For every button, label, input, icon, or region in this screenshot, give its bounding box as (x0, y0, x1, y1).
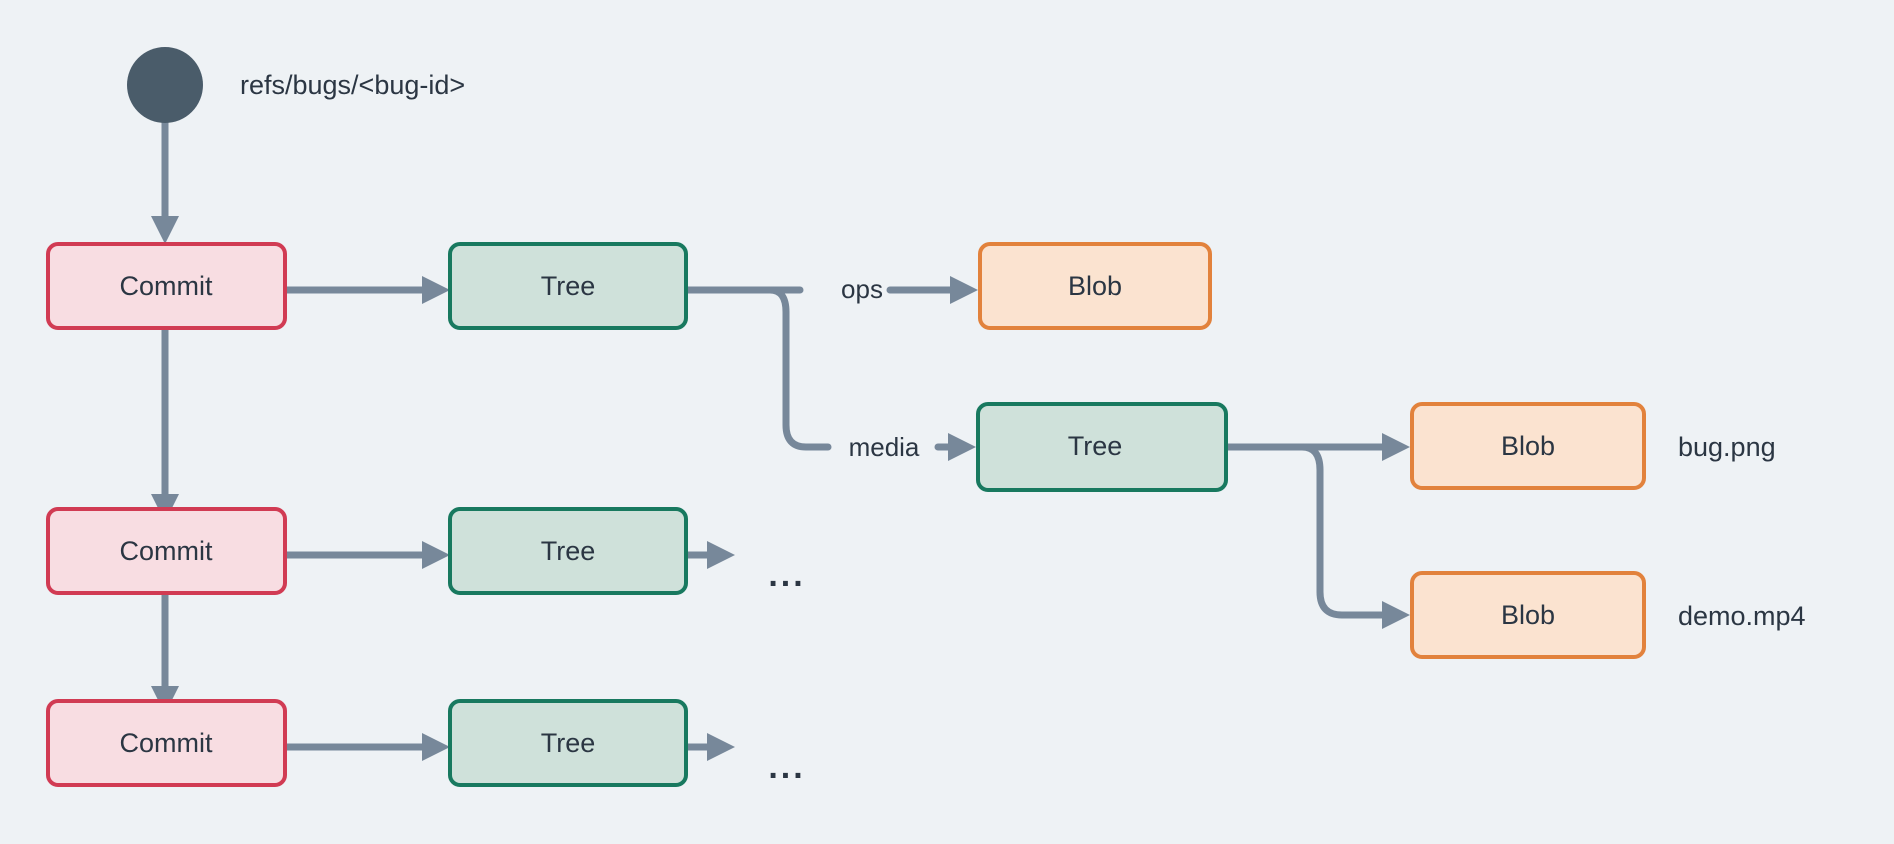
blob-box-2[interactable] (1410, 402, 1646, 490)
edge-mediatree-to-blob-demomp4 (1298, 443, 1410, 629)
ellipsis-tree-3: ... (768, 748, 805, 786)
ellipsis-tree-2: ... (768, 556, 805, 594)
commit-label-3: Commit (120, 728, 213, 758)
edge-commit2-to-tree2 (281, 541, 450, 569)
tree-label-3: Tree (541, 728, 596, 758)
tree-label-2: Tree (541, 536, 596, 566)
node-tree-2[interactable]: Tree (448, 507, 688, 595)
commit-box-1[interactable] (46, 242, 287, 330)
node-blob-3[interactable]: Blob demo.mp4 (1410, 571, 1806, 659)
edge-ops-to-blob1 (886, 276, 978, 304)
commit-label-2: Commit (120, 536, 213, 566)
blob-filename-bug-png: bug.png (1678, 432, 1776, 462)
blob-label-3: Blob (1501, 600, 1555, 630)
edge-label-ops: ops (841, 274, 883, 304)
blob-label-2: Blob (1501, 431, 1555, 461)
edge-ref-to-commit1 (151, 116, 179, 244)
node-tree-media[interactable]: Tree (976, 402, 1228, 492)
node-tree-1[interactable]: Tree (448, 242, 688, 330)
ref-pointer-dot[interactable] (127, 47, 203, 123)
edge-commit1-to-commit2 (151, 324, 179, 522)
tree-label-media: Tree (1068, 431, 1123, 461)
tree-box-media[interactable] (976, 402, 1228, 492)
edge-tree2-to-ellipsis (682, 541, 735, 569)
edge-commit1-to-tree1 (281, 276, 450, 304)
edge-tree3-to-ellipsis (682, 733, 735, 761)
node-commit-2[interactable]: Commit (46, 507, 287, 595)
edge-commit3-to-tree3 (281, 733, 450, 761)
tree-box-2[interactable] (448, 507, 688, 595)
edge-tree1-to-media (766, 286, 832, 451)
edge-commit2-to-commit3 (151, 588, 179, 714)
tree-label-1: Tree (541, 271, 596, 301)
node-blob-1[interactable]: Blob (978, 242, 1212, 330)
blob-filename-demo-mp4: demo.mp4 (1678, 601, 1806, 631)
commit-box-2[interactable] (46, 507, 287, 595)
blob-box-3[interactable] (1410, 571, 1646, 659)
edge-media-to-tree (934, 433, 976, 461)
ref-label: refs/bugs/<bug-id> (240, 70, 465, 100)
node-commit-3[interactable]: Commit (46, 699, 287, 787)
tree-box-3[interactable] (448, 699, 688, 787)
commit-box-3[interactable] (46, 699, 287, 787)
blob-label-1: Blob (1068, 271, 1122, 301)
node-tree-3[interactable]: Tree (448, 699, 688, 787)
node-commit-1[interactable]: Commit (46, 242, 287, 330)
blob-box-1[interactable] (978, 242, 1212, 330)
commit-label-1: Commit (120, 271, 213, 301)
tree-box-1[interactable] (448, 242, 688, 330)
node-blob-2[interactable]: Blob bug.png (1410, 402, 1776, 490)
edge-label-media: media (849, 432, 920, 462)
